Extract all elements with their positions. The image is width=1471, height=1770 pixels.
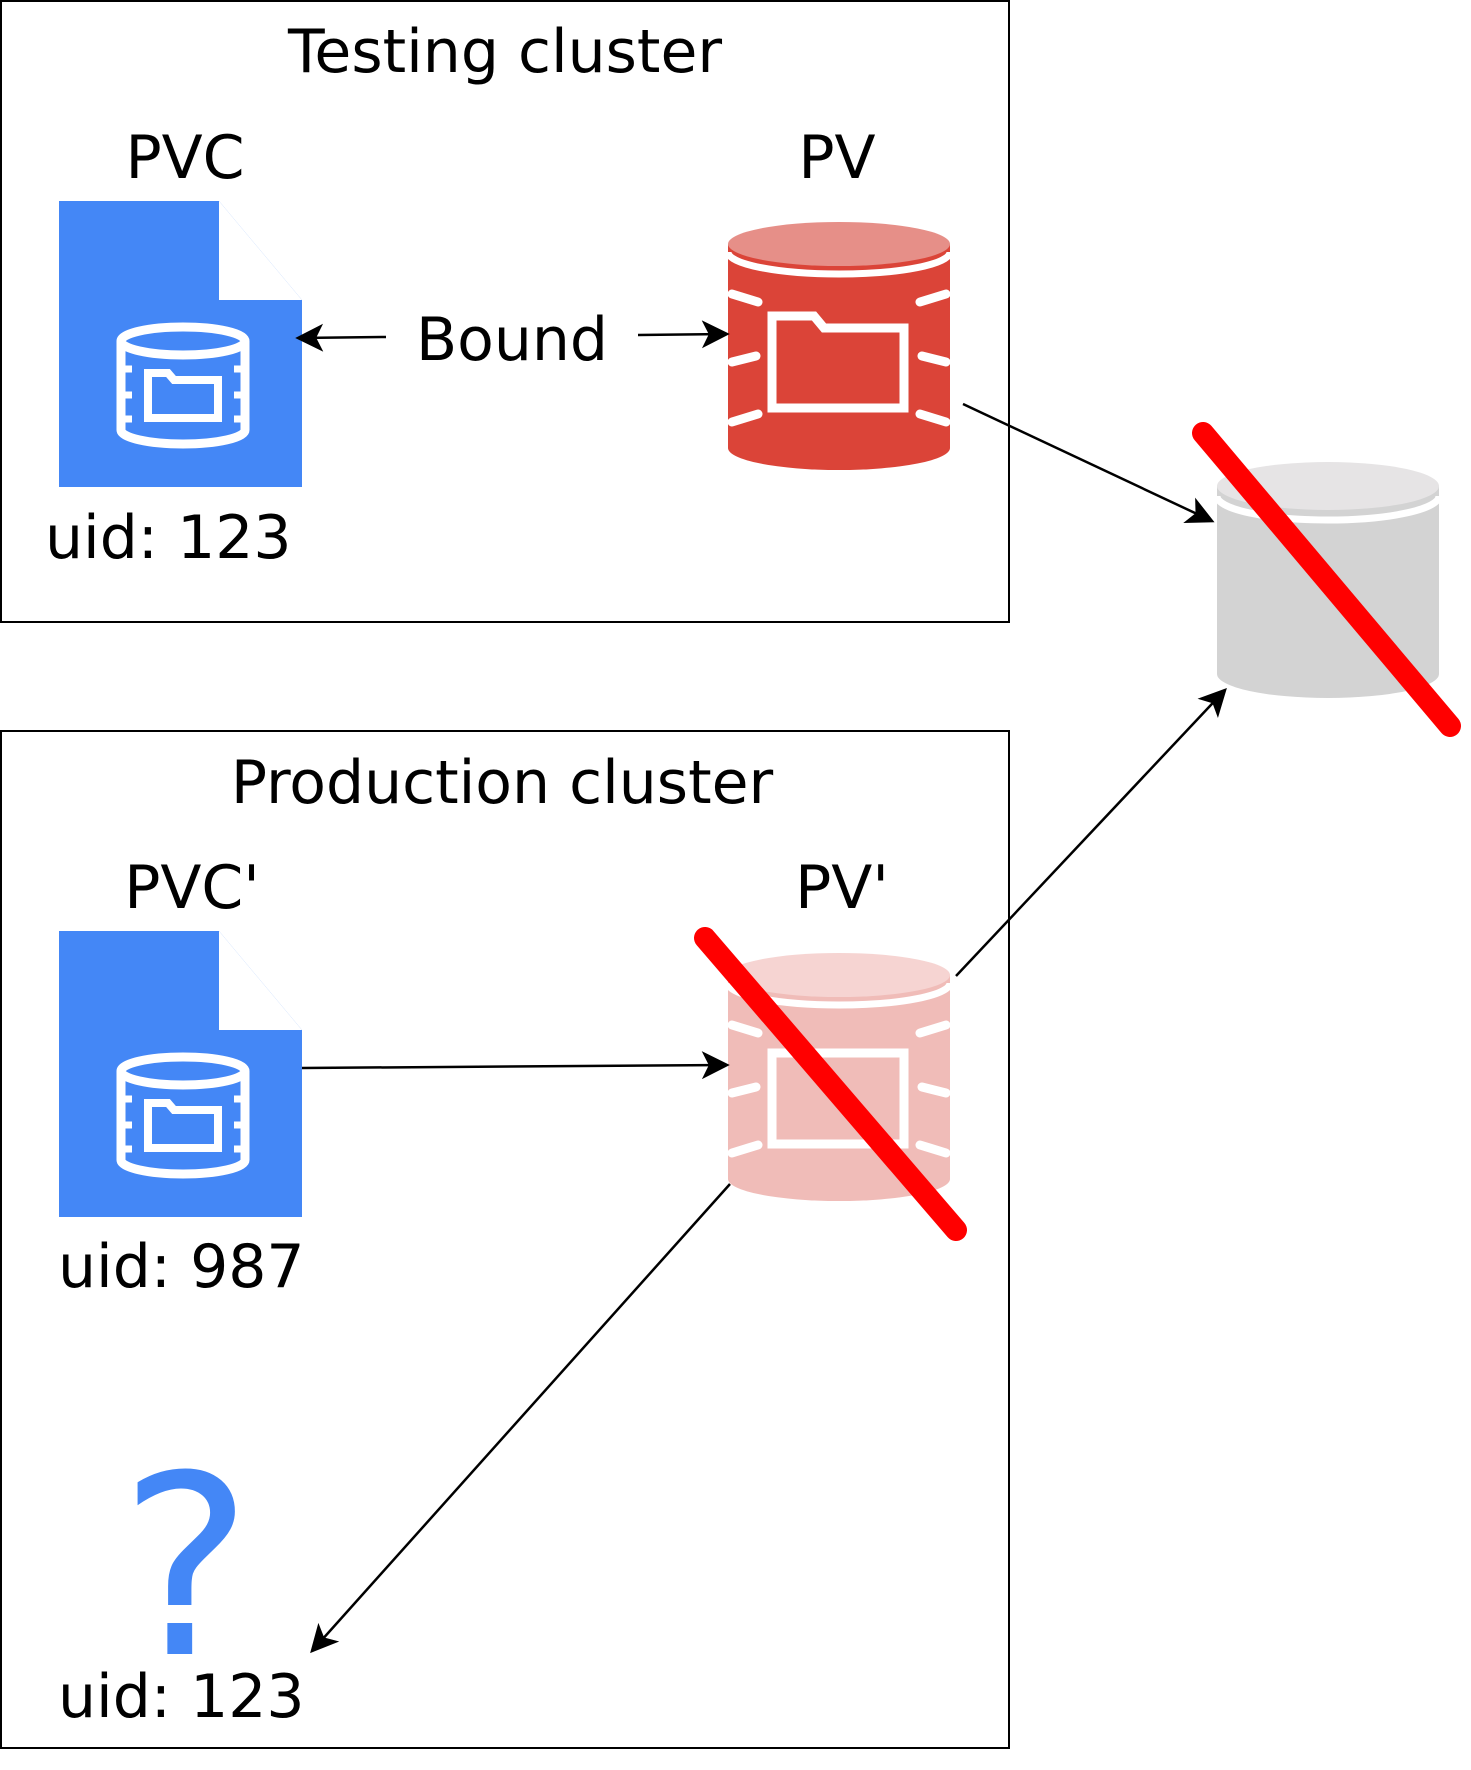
pv-label: PV [798,123,875,193]
production-cluster: Production cluster PVC' PV' uid: 987 [0,730,1010,1749]
production-cluster-frame [0,730,1010,1749]
disk-deleted-cross [1192,422,1461,737]
bound-label: Bound [416,305,608,375]
persistent-volume-icon [724,222,954,470]
pvc-prime-label: PVC' [124,853,260,923]
production-cluster-title: Production cluster [231,748,774,818]
persistent-volume-claim-icon [59,201,302,487]
pv-to-disk-arrow [962,402,1215,523]
pv-prime-deleted-cross [694,927,967,1241]
pvc-prime-to-pv-prime-arrow [301,1051,730,1080]
question-mark-icon: ? [120,1422,253,1713]
pv-prime-to-disk-arrow [955,687,1227,977]
testing-cluster-title: Testing cluster [287,17,722,87]
bound-arrow-to-pv [637,320,730,349]
pvc-label: PVC [125,123,244,193]
pvc-prime-uid-label: uid: 987 [58,1232,305,1302]
pvc-uid-label: uid: 123 [45,503,292,573]
pv-prime-to-missing-claim-arrow [310,1183,731,1654]
testing-cluster: Testing cluster PVC PV uid: 123 [0,0,1010,623]
bound-arrow-to-pvc [295,323,387,352]
testing-cluster-frame [0,0,1010,623]
pv-prime-label: PV' [795,853,889,923]
persistent-volume-claim-prime-icon [59,931,302,1217]
missing-claim-uid-label: uid: 123 [58,1662,305,1732]
